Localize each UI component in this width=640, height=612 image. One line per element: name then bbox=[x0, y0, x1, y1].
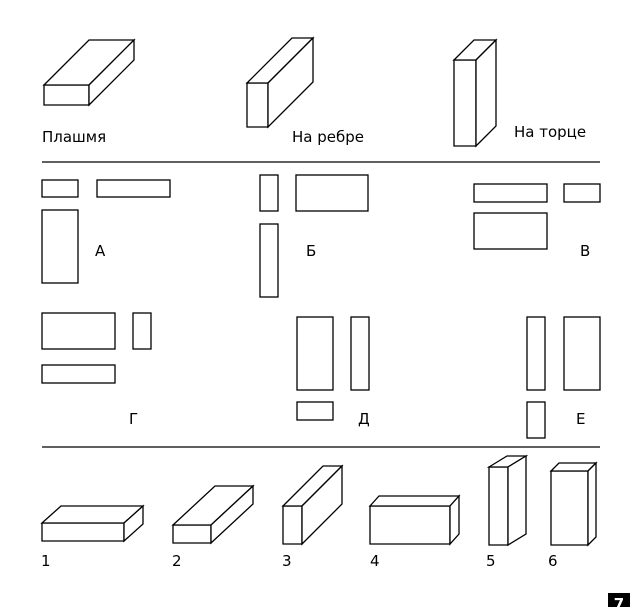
view-d-rect-small bbox=[296, 401, 334, 421]
brick-2-side-face bbox=[210, 484, 254, 545]
brick-4-top-face bbox=[368, 495, 461, 507]
brick-end-front-face bbox=[453, 59, 477, 147]
page-number-badge: 7 bbox=[608, 593, 630, 612]
view-e-rect-tall bbox=[526, 316, 546, 391]
brick-edge-front-face bbox=[246, 82, 269, 128]
label-edge: На ребре bbox=[292, 128, 364, 146]
view-d-rect-tall bbox=[350, 316, 370, 391]
view-b-rect-wide bbox=[295, 174, 369, 212]
brick-1 bbox=[40, 504, 145, 543]
brick-1-front-face bbox=[41, 522, 125, 542]
brick-end-side-face bbox=[475, 38, 497, 148]
view-b-rect-tall bbox=[259, 223, 279, 298]
view-label-d: Д bbox=[358, 410, 370, 428]
brick-4 bbox=[368, 494, 461, 546]
brick-number-6: 6 bbox=[548, 552, 558, 570]
view-set-v: В bbox=[473, 183, 601, 260]
brick-3-front-face bbox=[282, 505, 303, 545]
brick-number-2: 2 bbox=[172, 552, 182, 570]
brick-5-side-face bbox=[507, 454, 527, 547]
brick-3 bbox=[281, 464, 344, 546]
page-number: 7 bbox=[614, 595, 624, 607]
view-set-a: А bbox=[41, 179, 171, 284]
view-e-rect-small bbox=[526, 401, 546, 439]
label-end: На торце bbox=[514, 123, 586, 141]
view-a-rect-wide bbox=[96, 179, 171, 198]
brick-number-3: 3 bbox=[282, 552, 292, 570]
view-e-rect-large bbox=[563, 316, 601, 391]
view-a-rect-small bbox=[41, 179, 79, 198]
view-g-rect-small bbox=[132, 312, 152, 350]
view-v-rect-wide bbox=[473, 183, 548, 203]
view-v-rect-small bbox=[563, 183, 601, 203]
brick-4-front-face bbox=[369, 505, 451, 545]
view-set-d: Д bbox=[296, 316, 370, 428]
view-d-rect-large bbox=[296, 316, 334, 391]
view-label-a: А bbox=[95, 242, 106, 260]
brick-3-side-face bbox=[301, 464, 343, 546]
brick-flat bbox=[42, 38, 136, 107]
brick-number-5: 5 bbox=[486, 552, 496, 570]
brick-2 bbox=[171, 484, 255, 545]
brick-edge bbox=[245, 36, 315, 129]
view-g-rect-large bbox=[41, 312, 116, 350]
brick-number-1: 1 bbox=[41, 552, 51, 570]
brick-1-side-face bbox=[123, 504, 144, 543]
view-set-b: Б bbox=[259, 174, 369, 298]
brick-6-side-face bbox=[587, 461, 597, 547]
brick-5-front-face bbox=[488, 466, 509, 546]
brick-4-side-face bbox=[449, 494, 460, 546]
view-label-v: В bbox=[580, 242, 590, 260]
view-label-g: Г bbox=[129, 410, 138, 428]
brick-6 bbox=[549, 461, 598, 547]
brick-5 bbox=[486, 454, 529, 547]
view-a-rect-tall bbox=[41, 209, 79, 284]
view-label-b: Б bbox=[306, 242, 316, 260]
view-b-rect-small bbox=[259, 174, 279, 212]
brick-edge-side-face bbox=[267, 36, 314, 129]
brick-number-4: 4 bbox=[370, 552, 380, 570]
view-set-g: Г bbox=[41, 312, 152, 428]
brick-flat-side-face bbox=[88, 38, 135, 107]
brick-2-front-face bbox=[172, 524, 212, 544]
brick-6-front-face bbox=[550, 470, 589, 546]
view-set-e: Е bbox=[526, 316, 601, 439]
brick-end bbox=[452, 38, 498, 148]
brick-flat-front-face bbox=[43, 84, 90, 106]
label-flat: Плашмя bbox=[42, 128, 106, 146]
view-g-rect-wide bbox=[41, 364, 116, 384]
view-v-rect-large bbox=[473, 212, 548, 250]
view-label-e: Е bbox=[576, 410, 585, 428]
